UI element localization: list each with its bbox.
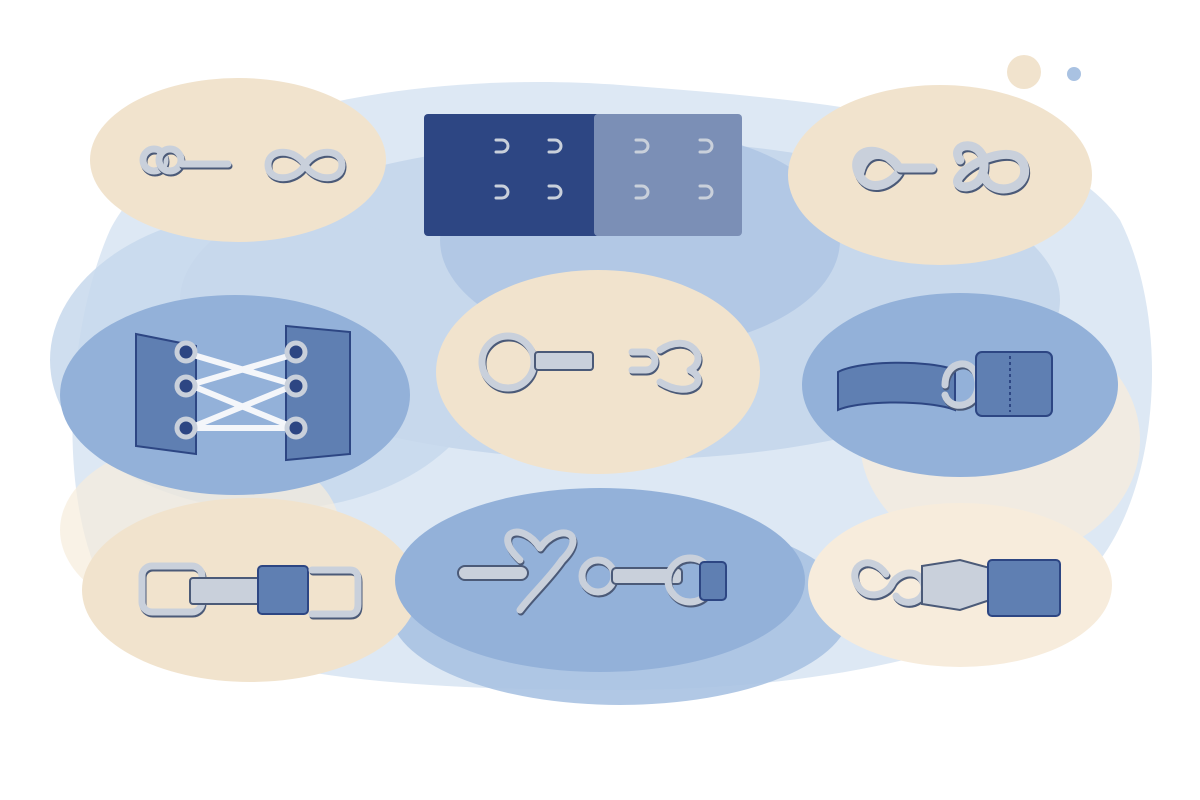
panel-chain-hook <box>395 488 805 672</box>
decor-dot-small <box>1067 67 1081 81</box>
lacing-grommets-icon <box>135 324 351 462</box>
panel-ring-hook <box>436 270 760 474</box>
panel-strap-buckle <box>802 293 1118 477</box>
panel-slide-buckle <box>82 498 418 682</box>
hook-and-eye-icon <box>139 145 346 182</box>
ring-and-hook-icon <box>478 332 702 393</box>
panel-trouser-hook <box>808 503 1112 667</box>
panel-bra-hook-tape <box>424 114 742 236</box>
slide-buckle-icon <box>138 562 362 618</box>
panel-hook-eye-pair <box>90 78 386 242</box>
chain-hook-icon <box>457 528 727 614</box>
trouser-hook-tab-icon <box>851 558 1061 617</box>
decor-dot-large <box>1007 55 1041 89</box>
heavy-hook-and-eye-icon <box>852 141 1030 194</box>
strap-d-ring-icon <box>837 351 1053 417</box>
panel-corset-lacing <box>60 295 410 495</box>
panel-heavy-hook-eye <box>788 85 1092 265</box>
bra-hook-tape-icon <box>491 120 714 230</box>
